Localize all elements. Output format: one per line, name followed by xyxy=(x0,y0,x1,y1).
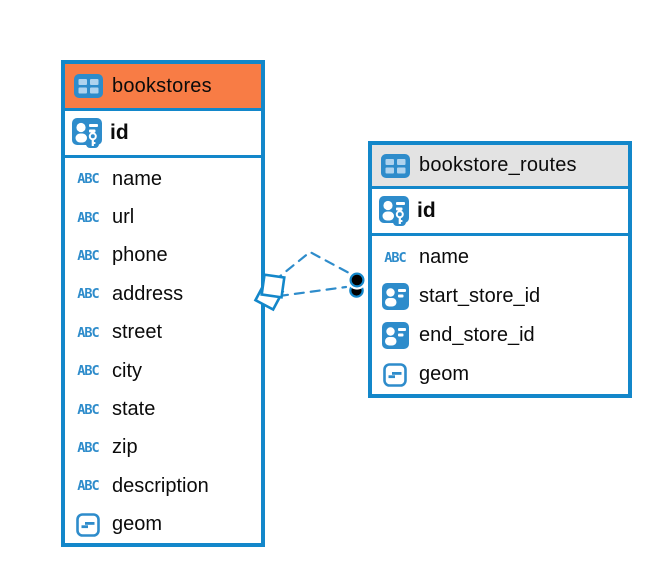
field-row-pk[interactable]: id xyxy=(372,189,628,236)
field-name: city xyxy=(112,359,142,382)
table-bookstores[interactable]: bookstores id ABC xyxy=(61,60,265,547)
field-name: phone xyxy=(112,244,168,267)
table-bookstore-routes-header[interactable]: bookstore_routes xyxy=(372,145,628,189)
primary-key-icon xyxy=(71,117,103,149)
field-row[interactable]: ABC description xyxy=(65,467,261,505)
field-row[interactable]: geom xyxy=(372,355,628,394)
text-type-icon: ABC xyxy=(77,286,99,303)
foreign-key-icon xyxy=(379,283,411,310)
primary-key-icon xyxy=(378,195,410,227)
field-row[interactable]: ABC name xyxy=(372,238,628,277)
field-name: start_store_id xyxy=(419,285,541,307)
field-name: street xyxy=(112,321,163,344)
circle-marker-halo xyxy=(347,270,367,290)
field-row[interactable]: ABC street xyxy=(65,314,261,352)
field-row[interactable]: ABC address xyxy=(65,275,261,313)
geometry-type-icon xyxy=(379,362,411,387)
field-name: name xyxy=(419,246,470,268)
table-bookstore-routes[interactable]: bookstore_routes id ABC xyxy=(368,141,632,398)
field-name: address xyxy=(112,282,184,305)
text-type-icon: ABC xyxy=(77,401,99,418)
table-bookstores-header[interactable]: bookstores xyxy=(65,64,261,111)
field-name: id xyxy=(110,121,129,144)
text-type-icon: ABC xyxy=(77,171,99,188)
field-row[interactable]: ABC name xyxy=(65,160,261,198)
table-icon xyxy=(379,153,411,178)
diamond-marker-front xyxy=(260,273,286,299)
field-name: name xyxy=(112,167,163,190)
text-type-icon: ABC xyxy=(77,478,99,495)
relationship-line-upper[interactable] xyxy=(272,250,351,283)
field-name: description xyxy=(112,474,209,497)
field-name: geom xyxy=(112,513,163,536)
relationship-line-lower[interactable] xyxy=(277,285,348,298)
foreign-key-icon xyxy=(379,322,411,349)
field-row[interactable]: geom xyxy=(65,506,261,544)
field-row[interactable]: ABC city xyxy=(65,352,261,390)
field-row[interactable]: ABC url xyxy=(65,198,261,236)
field-name: url xyxy=(112,206,135,229)
field-name: state xyxy=(112,398,156,421)
field-row[interactable]: start_store_id xyxy=(372,277,628,316)
field-name: end_store_id xyxy=(419,324,535,346)
field-list: ABC name ABC url ABC phone ABC address A… xyxy=(65,158,261,544)
text-type-icon: ABC xyxy=(77,324,99,341)
geometry-type-icon xyxy=(72,512,104,537)
table-name: bookstores xyxy=(112,74,212,97)
field-list: ABC name start_store_id xyxy=(372,236,628,394)
text-type-icon: ABC xyxy=(77,439,99,456)
circle-marker-upper xyxy=(349,272,365,288)
text-type-icon: ABC xyxy=(77,247,99,264)
field-row[interactable]: ABC phone xyxy=(65,237,261,275)
field-row[interactable]: ABC zip xyxy=(65,429,261,467)
text-type-icon: ABC xyxy=(77,209,99,226)
text-type-icon: ABC xyxy=(384,249,406,266)
text-type-icon: ABC xyxy=(77,363,99,380)
field-row-pk[interactable]: id xyxy=(65,111,261,158)
table-name: bookstore_routes xyxy=(419,154,577,176)
field-name: id xyxy=(417,199,436,222)
field-name: geom xyxy=(419,363,470,385)
field-row[interactable]: ABC state xyxy=(65,390,261,428)
field-row[interactable]: end_store_id xyxy=(372,316,628,355)
circle-marker-lower xyxy=(349,283,364,298)
field-name: zip xyxy=(112,436,138,459)
table-icon xyxy=(72,74,104,98)
